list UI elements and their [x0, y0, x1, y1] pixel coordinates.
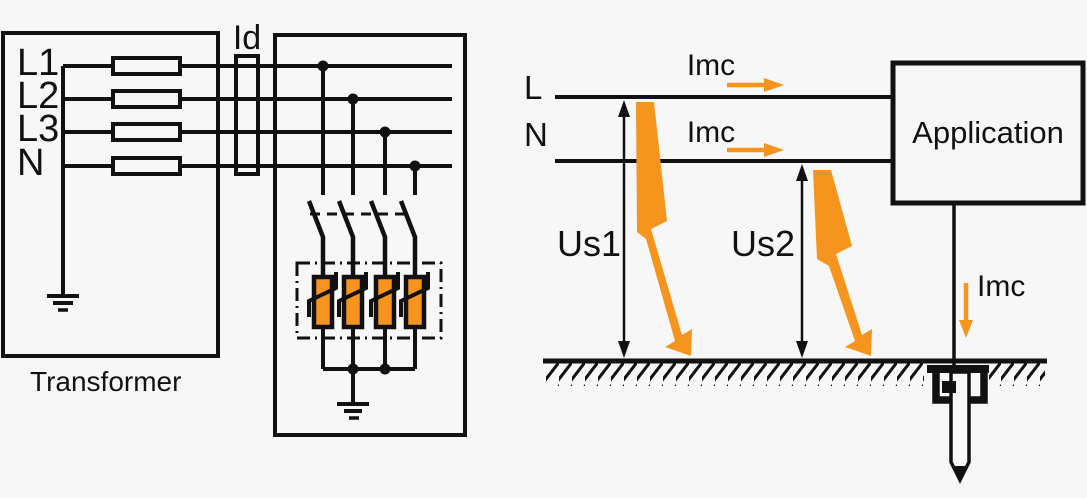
- transformer-box: [1, 31, 220, 358]
- spd-cabinet-box: [273, 33, 467, 437]
- phase-label-l3: L3: [17, 108, 59, 150]
- earth-rod-icon: [927, 365, 989, 484]
- transformer-label: Transformer: [30, 366, 181, 397]
- us1-double-arrow-icon: [618, 100, 630, 358]
- spd-cabinet-section: [273, 33, 467, 437]
- spd-module-box: [295, 261, 443, 340]
- disconnect-switch-icon: [398, 200, 418, 277]
- earth-ground-icon: [337, 402, 369, 420]
- application-label: Application: [912, 115, 1064, 150]
- lightning-bolt-icon: [813, 170, 872, 356]
- fuse-l2-icon: [111, 89, 182, 109]
- lightning-bolt-icon: [636, 102, 692, 356]
- fuse-l3-icon: [111, 122, 182, 142]
- junction-dot: [379, 363, 391, 375]
- installation-section: L N Application: [524, 49, 1086, 484]
- arrow-right-icon: [727, 78, 784, 92]
- imc-neutral-label: Imc: [687, 116, 735, 149]
- residual-current-sensor: [234, 54, 260, 176]
- imc-line-label: Imc: [687, 49, 735, 82]
- phase-label-n: N: [17, 142, 44, 184]
- disconnect-switch-icon: [306, 200, 326, 277]
- varistor-icon: [337, 272, 368, 330]
- varistor-icon: [399, 272, 430, 330]
- line-label: L: [524, 69, 542, 106]
- ground-hatching: [989, 363, 1045, 386]
- arrow-right-icon: [727, 143, 784, 157]
- fuse-n-icon: [111, 156, 182, 176]
- application-box: [890, 60, 1086, 206]
- disconnect-switch-icon: [368, 200, 388, 277]
- varistor-icon: [369, 272, 400, 330]
- varistor-icon: [307, 272, 338, 330]
- disconnect-switch-icon: [336, 200, 356, 277]
- surge-voltage-2-label: Us2: [731, 223, 795, 264]
- ground-hatching: [546, 363, 924, 386]
- us2-double-arrow-icon: [796, 164, 808, 358]
- fuse-l1-icon: [111, 56, 182, 76]
- earth-ground-icon: [47, 294, 79, 312]
- residual-current-label: Id: [233, 19, 261, 57]
- imc-earth-label: Imc: [977, 270, 1025, 303]
- arrow-down-icon: [959, 283, 973, 338]
- phase-label-l1: L1: [17, 42, 59, 84]
- neutral-label: N: [524, 116, 548, 153]
- surge-voltage-1-label: Us1: [557, 223, 621, 264]
- phase-label-l2: L2: [17, 75, 59, 117]
